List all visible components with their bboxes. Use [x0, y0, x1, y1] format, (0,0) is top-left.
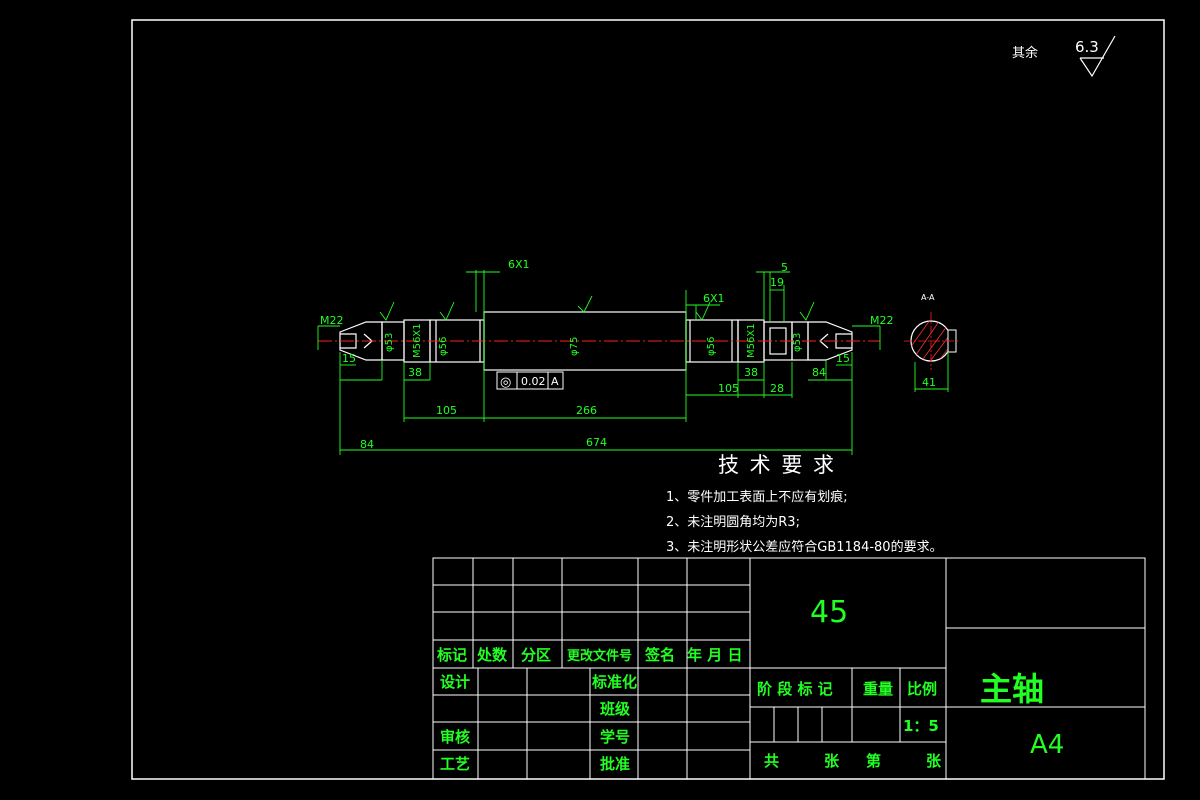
dim-chamfer-left: 6X1 — [508, 258, 530, 271]
label-review: 审核 — [440, 728, 470, 746]
dim-105-right: 105 — [718, 382, 739, 395]
tolerance-symbol: ◎ — [500, 375, 511, 390]
dim-m56-left: M56X1 — [412, 323, 423, 358]
label-class: 班级 — [600, 700, 631, 718]
label-signature: 签名 — [644, 646, 675, 664]
dim-m22-left: M22 — [320, 314, 344, 327]
dim-15-right: 15 — [836, 352, 850, 365]
dim-15-left: 15 — [342, 352, 356, 365]
dim-chamfer-right: 6X1 — [703, 292, 725, 305]
dim-m22-right: M22 — [870, 314, 894, 327]
label-date: 年 月 日 — [687, 646, 742, 664]
dim-41: 41 — [922, 376, 936, 389]
title-block — [432, 557, 1146, 780]
dim-phi53-left: φ53 — [384, 333, 395, 352]
label-mark: 标记 — [436, 646, 467, 664]
right-end-thread — [807, 321, 853, 361]
dim-m56-right: M56X1 — [746, 323, 757, 358]
dim-phi56-right: φ56 — [706, 337, 717, 356]
dimension-texts: 6X1 6X1 5 19 M22 M22 84 38 105 266 105 3… — [320, 258, 936, 451]
tech-requirements: 技 术 要 求 1、零件加工表面上不应有划痕; 2、未注明圆角均为R3; 3、未… — [666, 453, 943, 555]
drawing-frame — [131, 19, 1165, 780]
dim-38-right: 38 — [744, 366, 758, 379]
part-name: 主轴 — [980, 670, 1044, 708]
tolerance-frame: ◎ 0.02 A — [496, 371, 564, 390]
label-student-no: 学号 — [600, 728, 630, 746]
label-sheet-unit: 张 — [926, 752, 942, 770]
dim-266: 266 — [576, 404, 597, 417]
label-standardize: 标准化 — [591, 673, 637, 691]
dim-84-left: 84 — [360, 438, 374, 451]
label-approve: 批准 — [600, 755, 630, 773]
label-zone: 分区 — [521, 646, 551, 664]
label-scale: 比例 — [907, 680, 937, 698]
dim-19: 19 — [770, 276, 784, 289]
label-sheet-no: 第 — [866, 752, 881, 770]
label-total: 共 — [764, 752, 779, 770]
dim-phi75: φ75 — [569, 337, 580, 356]
dim-38-left: 38 — [408, 366, 422, 379]
tech-req-item-2: 2、未注明圆角均为R3; — [666, 515, 800, 530]
dim-5: 5 — [781, 261, 788, 274]
roughness-value: 6.3 — [1075, 38, 1099, 56]
label-stage-mark: 阶 段 标 记 — [757, 680, 833, 698]
dim-674: 674 — [586, 436, 607, 449]
dim-phi56-left: φ56 — [438, 337, 449, 356]
label-change-doc: 更改文件号 — [567, 648, 632, 664]
section-label: A-A — [921, 293, 935, 302]
material-value: 45 — [810, 595, 848, 630]
dimension-lines — [317, 270, 881, 455]
label-sheets: 张 — [824, 752, 840, 770]
tech-req-title: 技 术 要 求 — [718, 453, 836, 477]
dim-105-left: 105 — [436, 404, 457, 417]
tolerance-datum: A — [551, 375, 559, 388]
title-block-texts: 标记 处数 分区 更改文件号 签名 年 月 日 设计 标准化 班级 审核 学号 … — [436, 646, 942, 773]
tolerance-value: 0.02 — [521, 375, 546, 388]
label-count: 处数 — [476, 646, 508, 664]
dim-84-right: 84 — [812, 366, 826, 379]
tech-req-item-3: 3、未注明形状公差应符合GB1184-80的要求。 — [666, 539, 943, 555]
label-weight: 重量 — [863, 680, 893, 698]
tech-req-item-1: 1、零件加工表面上不应有划痕; — [666, 489, 848, 505]
roughness-rest-label: 其余 — [1012, 45, 1038, 61]
scale-value: 1：5 — [903, 717, 939, 735]
dim-phi53-right: φ53 — [792, 333, 803, 352]
dim-28: 28 — [770, 382, 784, 395]
roughness-symbol: 其余 6.3 — [1012, 35, 1116, 78]
rotated-dimension-texts: φ53 M56X1 φ56 φ75 φ56 M56X1 φ53 — [384, 323, 803, 358]
label-design: 设计 — [440, 673, 470, 691]
sheet-size: A4 — [1030, 730, 1064, 760]
label-process: 工艺 — [440, 755, 470, 773]
